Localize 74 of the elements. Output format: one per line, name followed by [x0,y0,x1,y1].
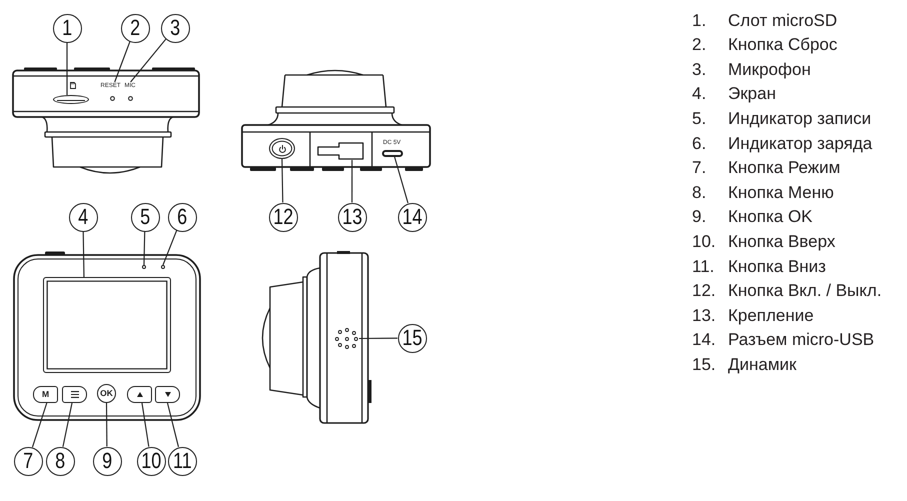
list-number: 1. [692,10,706,31]
list-number: 15. [692,355,716,375]
mount-slot [317,142,364,160]
list-text: Кнопка Вкл. / Выкл. [728,281,882,302]
device-button [127,386,152,403]
callout-number: 6 [168,202,196,232]
list-text: Кнопка Сброс [728,35,838,56]
list-number: 13. [692,306,716,326]
list-text: Кнопка Режим [728,158,840,178]
list-text: Кнопка Меню [728,182,834,203]
list-number: 14. [692,330,716,350]
list-text: Экран [728,84,776,104]
leader-line [82,232,84,277]
speaker-grille [334,327,359,350]
list-number: 9. [692,207,706,228]
list-number: 11. [692,256,714,277]
list-text: Микрофон [728,60,811,80]
list-number: 12. [692,281,716,302]
leader-line [166,402,180,448]
leader-line [32,402,48,448]
callout-number: 8 [46,446,74,476]
screen [43,277,171,373]
callout-number: 12 [268,202,298,232]
callout-number: 7 [14,446,42,476]
callout-number: 5 [130,202,160,232]
list-text: Крепление [728,306,814,326]
indicator-light [142,265,146,269]
leader-line [162,230,178,266]
list-text: Разъем micro-USB [728,330,874,350]
leader-line [359,338,398,340]
power-button [269,138,295,159]
device-button [62,386,87,403]
list-number: 3. [692,60,706,80]
callout-number: 15 [398,324,426,352]
callout-number: 11 [168,446,196,476]
callout-number: 4 [68,202,98,232]
device-button [155,386,180,403]
leader-line [351,160,353,202]
dashcam-front-view [12,250,202,422]
device-button: OK [97,384,116,403]
callout-number: 2 [120,14,150,42]
list-number: 2. [692,35,706,56]
callout-number: 3 [160,14,190,42]
leader-line [394,156,408,204]
usb-port [382,150,403,157]
leader-line [62,402,73,447]
list-number: 8. [692,182,706,203]
list-text: Кнопка OK [728,207,813,228]
list-text: Кнопка Вниз [728,256,826,277]
list-text: Индикатор записи [728,109,872,130]
indicator-light [161,265,165,269]
leader-line [143,231,146,266]
list-text: Индикатор заряда [728,134,872,154]
callout-number: 1 [52,14,82,42]
list-text: Динамик [728,355,796,375]
leader-line [66,42,68,95]
callout-number: 10 [136,446,166,476]
leader-line [106,403,108,446]
leader-line [114,41,130,82]
list-number: 5. [692,109,706,130]
list-number: 10. [692,232,716,252]
list-number: 4. [692,84,706,104]
leader-line [130,38,166,82]
callout-number: 14 [398,202,426,232]
list-text: Кнопка Вверх [728,232,836,252]
callout-number: 13 [338,202,366,232]
callout-number: 9 [92,446,122,476]
card-slot [53,95,89,104]
list-text: Слот microSD [728,10,838,31]
leader-line [141,402,150,447]
list-number: 7. [692,158,706,178]
leader-line [281,159,284,202]
list-number: 6. [692,134,706,154]
device-button: M [33,386,58,403]
